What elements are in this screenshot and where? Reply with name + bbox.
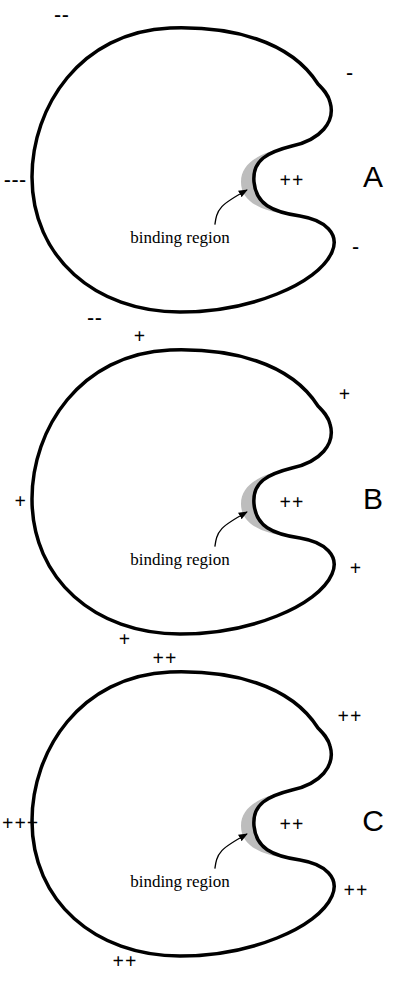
protein-outline-path — [32, 28, 334, 312]
charge-sign: ++ — [344, 880, 369, 900]
protein-outline-path — [32, 672, 334, 956]
region-label: binding region — [130, 229, 230, 248]
charge-sign: - — [346, 62, 354, 82]
charge-sign: ++ — [280, 492, 305, 512]
charge-sign: + — [119, 629, 131, 649]
region-label: binding region — [130, 873, 230, 892]
leader-arrow — [215, 512, 247, 547]
region-label: binding region — [130, 551, 230, 570]
charge-sign: + — [339, 384, 351, 404]
charge-sign: ++ — [338, 706, 363, 726]
charge-sign: -- — [87, 307, 102, 327]
charge-sign: +++ — [2, 813, 39, 833]
charge-sign: + — [350, 558, 362, 578]
leader-arrow — [215, 190, 247, 225]
charge-sign: + — [15, 491, 27, 511]
protein-shape: binding region — [0, 12, 395, 334]
charge-sign: --- — [4, 169, 27, 189]
panel-letter: B — [363, 484, 383, 514]
protein-outline — [0, 334, 395, 656]
protein-outline — [0, 12, 395, 334]
panel-letter: A — [363, 162, 383, 192]
charge-sign: ++ — [153, 648, 178, 668]
panel-letter: C — [362, 806, 384, 836]
protein-outline — [0, 656, 395, 978]
protein-outline-path — [32, 350, 334, 634]
charge-sign: ++ — [280, 170, 305, 190]
charge-sign: - — [352, 236, 360, 256]
charge-sign: + — [134, 326, 146, 346]
charge-sign: ++ — [280, 814, 305, 834]
charge-sign: ++ — [113, 951, 138, 971]
protein-shape: binding region — [0, 656, 395, 978]
leader-arrow — [215, 834, 247, 869]
protein-shape: binding region — [0, 334, 395, 656]
charge-sign: -- — [54, 4, 69, 24]
